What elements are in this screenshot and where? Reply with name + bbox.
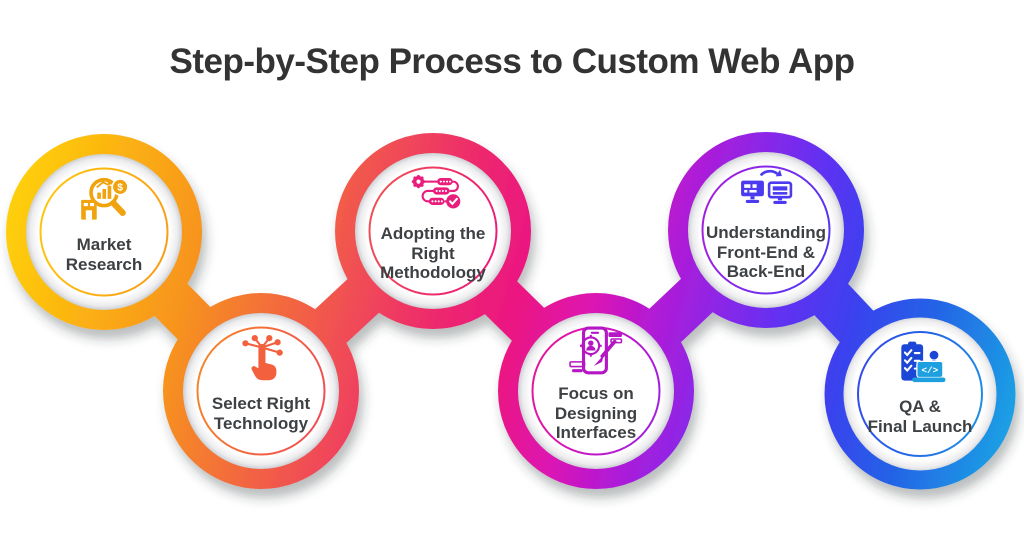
frontend-backend-sync-icon [741,170,793,205]
step-node-1: $ Market Research [24,160,184,304]
step-node-3: Adopting the Right Methodology [353,159,513,303]
step-label: Select Right Technology [211,394,311,433]
touch-network-icon [242,335,283,381]
qa-laptop [912,360,946,383]
step-rings [6,132,1016,490]
step-node-5: Understanding Front-End & Back-End [686,158,846,302]
market-research-magnifier-icon: $ [81,177,129,220]
dollar-glyph: $ [117,183,123,194]
step-ring-5 [668,132,864,328]
step-label: Market Research [65,235,143,274]
interface-design-icon [569,326,623,375]
step-node-4: Focus on Designing Interfaces [516,319,676,463]
step-node-6: </> QA & Final Launch [840,322,1000,466]
step-label: Focus on Designing Interfaces [554,384,638,443]
methodology-flow-icon [411,175,461,209]
step-label: Understanding Front-End & Back-End [706,223,826,282]
code-glyph: </> [921,365,938,376]
step-label: Adopting the Right Methodology [380,224,486,283]
qa-launch-icon: </> [901,341,946,383]
step-ring-3 [335,133,531,329]
page-title: Step-by-Step Process to Custom Web App [169,42,855,81]
step-node-2: Select Right Technology [181,319,341,463]
step-ring-2 [163,293,359,489]
step-ring-1 [6,134,202,330]
step-ring-6 [824,298,1016,490]
step-label: QA & Final Launch [867,397,973,436]
